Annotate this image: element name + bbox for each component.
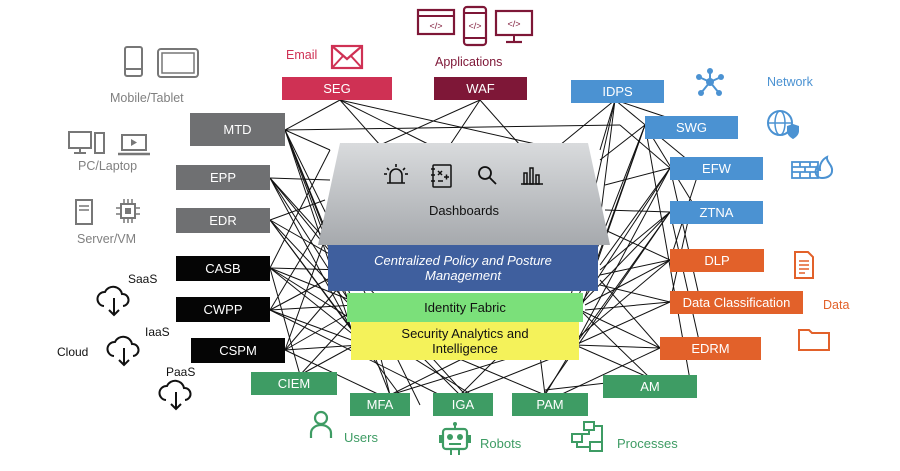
policy-label-line1: Centralized Policy and Posture [374,253,552,268]
label-processes: Processes [617,436,678,451]
desktop-icon [68,131,105,154]
node-casb: CASB [176,256,270,281]
process-flow-icon [571,421,603,452]
node-edrm: EDRM [660,337,761,360]
label-server-vm: Server/VM [77,232,137,246]
policy-layer: Centralized Policy and Posture Managemen… [328,245,598,291]
envelope-icon [330,44,364,70]
identity-fabric-layer: Identity Fabric [347,293,583,322]
bar-chart-icon [521,167,543,185]
node-mtd: MTD [190,113,285,146]
code-monitor-icon: </> [494,9,534,44]
robot-icon [439,422,471,455]
chip-icon [116,199,140,223]
label-users: Users [344,430,378,445]
node-epp: EPP [176,165,270,190]
analytics-label-line1: Security Analytics and [401,326,529,341]
node-idps: IDPS [571,80,664,103]
label-iaas: IaaS [145,325,170,339]
search-icon [478,166,497,185]
label-data: Data [823,298,850,312]
node-iga: IGA [433,393,493,416]
shield-globe-icon [767,110,799,139]
dashboards-label: Dashboards [428,203,500,218]
node-dlp: DLP [670,249,764,272]
server-icon [75,199,93,225]
siren-icon [384,164,408,184]
tablet-icon [157,48,199,78]
label-pc-laptop: PC/Laptop [78,159,138,173]
node-pam: PAM [512,393,588,416]
label-mobile-tablet: Mobile/Tablet [110,91,184,105]
document-icon [794,251,814,279]
dashboards-layer: Dashboards [318,143,610,245]
svg-text:</>: </> [429,21,442,31]
node-efw: EFW [670,157,763,180]
label-network: Network [767,75,813,89]
folder-icon [798,329,830,351]
dashboards-panel [318,143,610,245]
cloud-download-icon [106,335,140,367]
label-saas: SaaS [128,272,158,286]
cloud-download-icon [158,379,192,411]
node-am: AM [603,375,697,398]
node-swg: SWG [645,116,738,139]
node-seg: SEG [282,77,392,100]
label-cloud: Cloud [57,345,89,359]
report-icon [431,164,452,188]
analytics-layer: Security Analytics and Intelligence [351,322,579,360]
node-cwpp: CWPP [176,297,270,322]
node-mfa: MFA [350,393,410,416]
label-paas: PaaS [166,365,196,379]
firewall-icon [791,155,834,180]
policy-label-line2: Management [425,268,501,283]
cloud-download-icon [96,285,130,317]
label-email: Email [286,48,318,62]
network-hub-icon [696,68,724,96]
label-robots: Robots [480,436,522,451]
user-icon [309,410,333,438]
node-edr: EDR [176,208,270,233]
node-ztna: ZTNA [670,201,763,224]
svg-text:</>: </> [507,19,520,29]
node-ciem: CIEM [251,372,337,395]
code-phone-icon: </> [462,5,488,47]
identity-fabric-label: Identity Fabric [424,300,506,315]
svg-text:</>: </> [468,21,481,31]
code-window-icon: </> [416,8,456,36]
node-cspm: CSPM [191,338,285,363]
laptop-icon [118,134,150,156]
label-applications: Applications [435,55,503,69]
node-data-classification: Data Classification [670,291,803,314]
analytics-label-line2: Intelligence [432,341,498,356]
node-waf: WAF [434,77,527,100]
phone-icon [124,46,143,77]
